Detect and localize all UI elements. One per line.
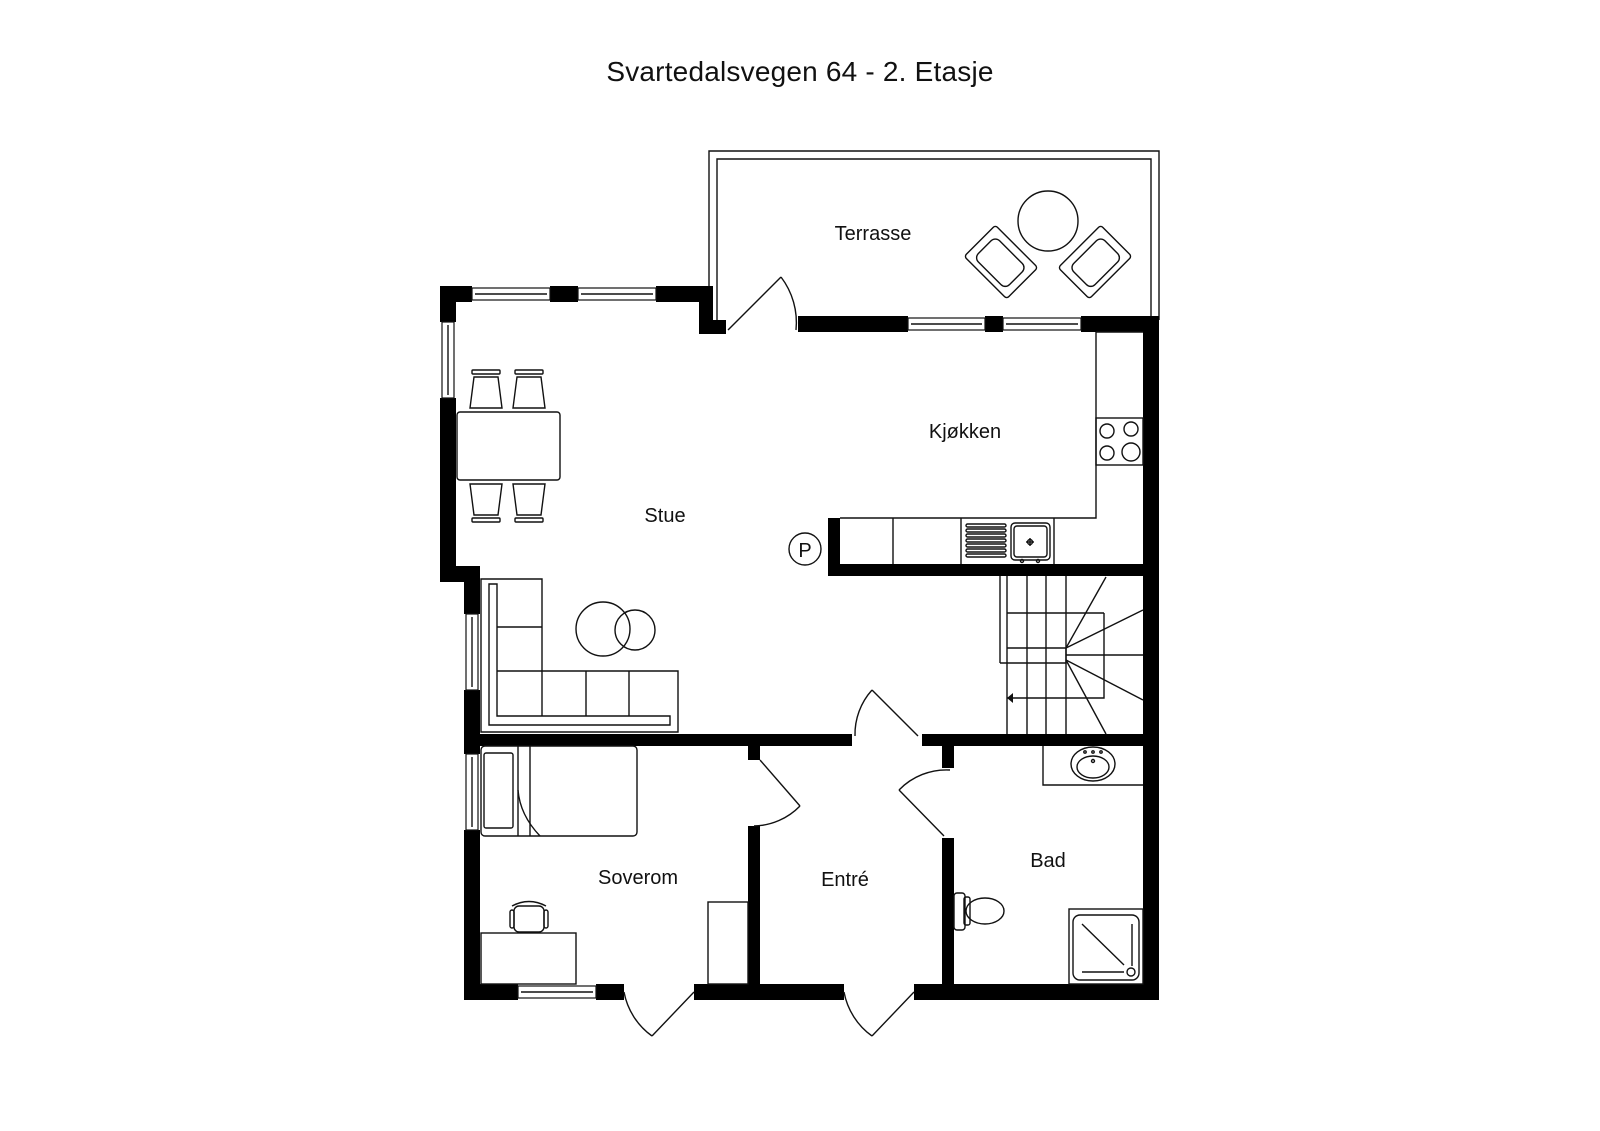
living-room-furniture (480, 578, 679, 733)
pillow (483, 752, 514, 829)
bedroom-furniture (480, 745, 749, 985)
corner-sofa (480, 578, 679, 733)
staircase (999, 576, 1144, 735)
room-label-soverom: Soverom (598, 867, 678, 889)
shower (1068, 908, 1144, 985)
terrace (708, 150, 1160, 320)
floor-plan-title: Svartedalsvegen 64 - 2. Etasje (606, 56, 994, 87)
kitchen-sink (1010, 522, 1051, 564)
walls (440, 286, 1159, 1000)
terrace-chair-left (964, 225, 1038, 299)
room-label-kjokken: Kjøkken (929, 421, 1001, 443)
kitchen (840, 331, 1144, 564)
p-marker: P (788, 532, 822, 566)
wardrobe (707, 901, 749, 985)
terrace-table (1017, 190, 1079, 252)
cooktop (1095, 417, 1144, 466)
doors (623, 276, 951, 1037)
windows (441, 287, 1082, 999)
room-label-terrasse: Terrasse (835, 223, 912, 245)
drain-board (965, 523, 1007, 558)
side-table (614, 609, 656, 651)
p-marker-label: P (798, 540, 811, 562)
desk-chair (509, 900, 549, 933)
dining-set (456, 369, 561, 523)
room-label-bad: Bad (1030, 850, 1066, 872)
washbasin (1070, 746, 1116, 782)
terrace-chair-right (1058, 225, 1132, 299)
toilet (953, 892, 1005, 931)
bed (480, 745, 638, 837)
bathroom-fixtures (953, 746, 1144, 985)
dining-chairs (469, 369, 546, 523)
coffee-table (575, 601, 631, 657)
desk (480, 932, 577, 985)
dining-table (456, 411, 561, 481)
stair-direction-arrow-icon (1007, 693, 1013, 703)
room-label-stue: Stue (644, 505, 685, 527)
room-label-entre: Entré (821, 869, 869, 891)
